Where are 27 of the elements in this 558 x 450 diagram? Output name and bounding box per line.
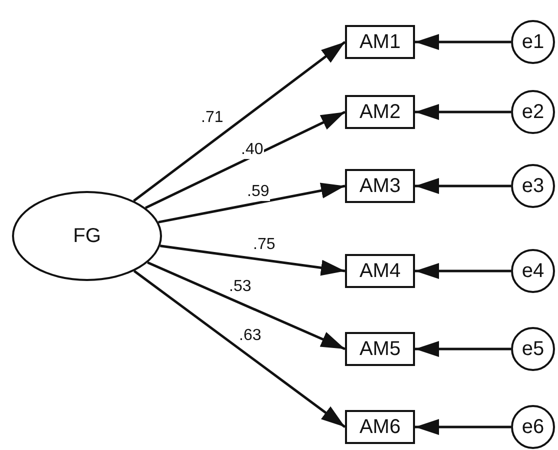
error-term-circle: e5 — [511, 327, 555, 371]
arrow — [147, 261, 346, 350]
arrow — [415, 419, 511, 435]
observed-variable-box: AM1 — [345, 25, 415, 59]
arrow — [160, 244, 346, 276]
observed-variable-box: AM6 — [345, 410, 415, 444]
arrow — [133, 270, 346, 428]
arrow — [133, 41, 346, 202]
arrow — [145, 110, 346, 209]
error-term-circle: e4 — [511, 249, 555, 293]
observed-variable-box: AM3 — [345, 169, 415, 203]
path-coefficient: .40 — [240, 141, 264, 159]
error-term-circle: e6 — [511, 405, 555, 449]
latent-variable-ellipse: FG — [12, 191, 162, 281]
arrow — [415, 341, 511, 357]
observed-variable-box: AM2 — [345, 95, 415, 129]
error-term-circle: e1 — [511, 20, 555, 64]
observed-variable-box: AM4 — [345, 254, 415, 288]
error-term-circle: e2 — [511, 90, 555, 134]
arrow — [415, 263, 511, 279]
observed-variable-box: AM5 — [345, 332, 415, 366]
path-coefficient: .59 — [246, 183, 270, 201]
error-term-circle: e3 — [511, 164, 555, 208]
arrow — [415, 34, 511, 50]
arrow — [415, 178, 511, 194]
arrow — [158, 182, 346, 224]
arrow — [415, 104, 511, 120]
